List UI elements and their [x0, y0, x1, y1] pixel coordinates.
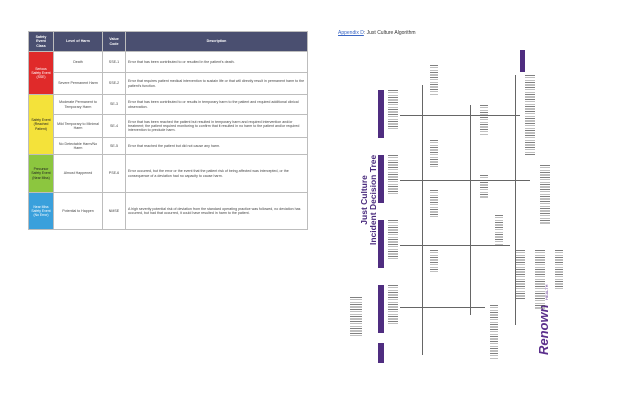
table-row: Mild Temporary to Minimal Harm SE-4 Erro… — [29, 114, 308, 138]
connector-line — [400, 180, 530, 181]
flowchart-title: Just Culture Incident Decision Tree — [359, 154, 378, 245]
header-description: Description — [125, 31, 308, 52]
description-cell: Error that has been contributed to or re… — [125, 51, 308, 73]
description-cell: Error that has been contributed to or re… — [125, 94, 308, 115]
table-row: Precursor Safety Event (Near Miss) Almos… — [28, 154, 308, 193]
outcome-block — [555, 250, 563, 290]
appendix-link[interactable]: Appendix D — [338, 30, 364, 36]
code-cell: SSE-2 — [102, 72, 126, 95]
table-row: Severe Permanent Harm SSE-2 Error that r… — [29, 72, 308, 95]
outcome-block — [535, 250, 545, 310]
table-header-row: Safety Event Class Level of Harm Value C… — [28, 31, 308, 52]
class-cell-se: Safety Event (Reached Patient) — [28, 94, 54, 155]
class-cell-sse: Serious Safety Event (SSE) — [28, 51, 54, 95]
level-cell: Potential to Happen — [53, 192, 103, 230]
connector-line — [422, 85, 423, 355]
question-block — [350, 297, 362, 337]
answer-block — [430, 190, 438, 218]
level-cell: Severe Permanent Harm — [53, 72, 103, 95]
appendix-title: : Just Culture Algorithm — [363, 30, 416, 36]
table-row: No Detectable Harm/No Harm SE-5 Error th… — [29, 137, 308, 155]
code-cell: SE-5 — [102, 137, 126, 155]
code-cell: SE-4 — [102, 114, 126, 138]
connector-line — [400, 307, 485, 308]
flow-header-bar — [378, 90, 384, 138]
answer-block — [495, 215, 503, 245]
question-block — [388, 220, 398, 260]
class-cell-pse: Precursor Safety Event (Near Miss) — [28, 154, 54, 193]
description-cell: Error that has been reached the patient … — [125, 114, 308, 138]
code-cell: NMSE — [102, 192, 126, 230]
answer-block — [480, 175, 488, 199]
table-row: Serious Safety Event (SSE) Death SSE-1 E… — [28, 51, 308, 95]
connector-line — [400, 115, 520, 116]
outcome-block — [525, 75, 535, 155]
answer-block — [480, 105, 488, 135]
outcome-block — [515, 250, 525, 300]
logo-name: Renown — [536, 304, 551, 355]
table-row: Safety Event (Reached Patient) Moderate … — [28, 94, 308, 155]
flow-header-bar — [378, 220, 384, 268]
flow-header-bar — [378, 155, 384, 203]
appendix-heading: Appendix D: Just Culture Algorithm — [338, 30, 416, 36]
question-block — [388, 285, 398, 325]
question-block — [388, 90, 398, 130]
header-class: Safety Event Class — [28, 31, 54, 52]
code-cell: PSE-6 — [102, 154, 126, 193]
question-block — [388, 155, 398, 195]
class-cell-nmse: Near Miss Safety Event (No Error) — [28, 192, 54, 230]
table-row: Near Miss Safety Event (No Error) Potent… — [28, 192, 308, 230]
description-cell: A high severity potential risk of deviat… — [125, 192, 308, 230]
level-cell: No Detectable Harm/No Harm — [53, 137, 103, 155]
outcome-block — [490, 305, 498, 360]
answer-block — [430, 140, 438, 168]
decision-tree-flowchart: Just Culture Incident Decision Tree Reno… — [330, 45, 600, 385]
flow-header-bar — [520, 50, 525, 72]
outcome-block — [540, 165, 550, 225]
answer-block — [430, 250, 438, 272]
connector-line — [515, 75, 516, 325]
description-cell: Error that reached the patient but did n… — [125, 137, 308, 155]
connector-line — [400, 245, 510, 246]
flow-header-bar — [378, 285, 384, 333]
description-cell: Error occurred, but the error or the eve… — [125, 154, 308, 193]
connector-line — [470, 105, 471, 315]
safety-event-table: Safety Event Class Level of Harm Value C… — [28, 31, 308, 230]
code-cell: SE-3 — [102, 94, 126, 115]
header-code: Value Code — [102, 31, 126, 52]
answer-block — [430, 65, 438, 95]
level-cell: Moderate Permanent to Temporary Harm — [53, 94, 103, 115]
level-cell: Mild Temporary to Minimal Harm — [53, 114, 103, 138]
flowchart-title-line2: Incident Decision Tree — [368, 154, 378, 245]
level-cell: Death — [53, 51, 103, 73]
flow-header-bar — [378, 343, 384, 363]
description-cell: Error that requires patient medical inte… — [125, 72, 308, 95]
header-level: Level of Harm — [53, 31, 103, 52]
level-cell: Almost Happened — [53, 154, 103, 193]
code-cell: SSE-1 — [102, 51, 126, 73]
